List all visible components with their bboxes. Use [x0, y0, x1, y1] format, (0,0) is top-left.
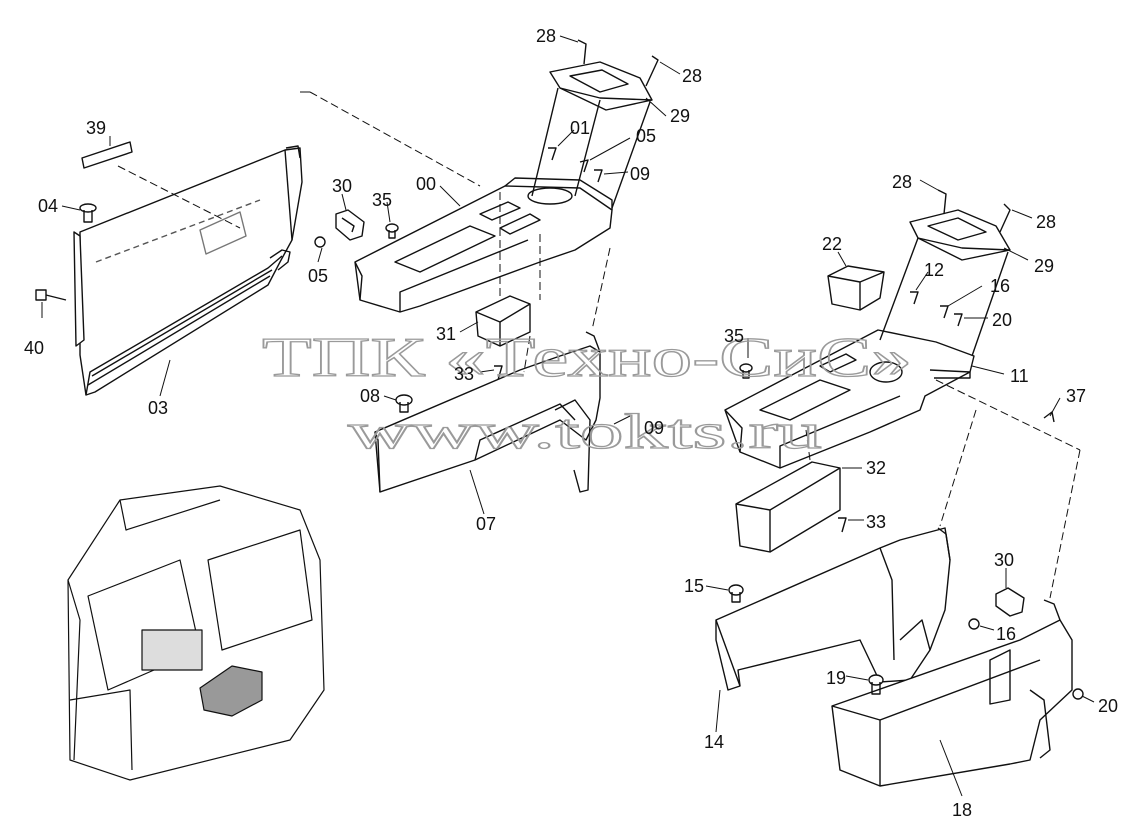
- screws-01-05-09: [548, 147, 603, 183]
- label-16b: 16: [996, 624, 1016, 644]
- grommet-30-right: [995, 587, 1025, 617]
- label-35a: 35: [372, 190, 392, 210]
- label-22: 22: [822, 234, 842, 254]
- label-03: 03: [148, 398, 168, 418]
- screws-12-16-20: [910, 291, 963, 327]
- label-20a: 20: [992, 310, 1012, 330]
- bolt-28-c: [937, 189, 947, 215]
- label-39: 39: [86, 118, 106, 138]
- cover-14: [715, 527, 951, 691]
- bezel-29-right: [909, 209, 1011, 261]
- label-40: 40: [24, 338, 44, 358]
- label-12: 12: [924, 260, 944, 280]
- clip-19: [868, 674, 884, 695]
- lower-cover-07: [374, 331, 601, 493]
- label-28d: 28: [1036, 212, 1056, 232]
- console-top-11: [724, 329, 975, 469]
- part-labels: 28 28 29 01 05 09 00 35 30 05 04 39 40 0…: [24, 26, 1118, 820]
- label-35b: 35: [724, 326, 744, 346]
- label-33a: 33: [454, 364, 474, 384]
- label-05a: 05: [636, 126, 656, 146]
- label-05b: 05: [308, 266, 328, 286]
- leader-lines: [117, 91, 1081, 599]
- label-32: 32: [866, 458, 886, 478]
- tray-32: [735, 461, 841, 553]
- label-28a: 28: [536, 26, 556, 46]
- grommet-30-left: [335, 209, 365, 241]
- label-16a: 16: [990, 276, 1010, 296]
- bezel-guide-lines-right: [879, 237, 1009, 357]
- label-08: 08: [360, 386, 380, 406]
- label-37: 37: [1066, 386, 1086, 406]
- label-20b: 20: [1098, 696, 1118, 716]
- label-14: 14: [704, 732, 724, 752]
- label-28b: 28: [682, 66, 702, 86]
- label-31: 31: [436, 324, 456, 344]
- label-07: 07: [476, 514, 496, 534]
- label-30b: 30: [994, 550, 1014, 570]
- cover-18: [831, 599, 1073, 787]
- bolt-28-a: [577, 39, 587, 65]
- ashtray-22: [827, 265, 885, 311]
- clip-37: [1043, 411, 1055, 423]
- label-28c: 28: [892, 172, 912, 192]
- label-04: 04: [38, 196, 58, 216]
- bolt-33-right: [838, 517, 847, 533]
- label-19: 19: [826, 668, 846, 688]
- label-01: 01: [570, 118, 590, 138]
- watermark-line2: www.tokts.ru: [348, 403, 822, 459]
- label-18: 18: [952, 800, 972, 820]
- bezel-guide-lines-left: [531, 87, 651, 209]
- label-09a: 09: [630, 164, 650, 184]
- bolt-33-left: [494, 365, 503, 381]
- side-cover-03: [73, 145, 303, 396]
- label-29a: 29: [670, 106, 690, 126]
- screw-05: [314, 236, 326, 248]
- box-31: [475, 295, 531, 347]
- bezel-29-left: [549, 61, 653, 111]
- bolt-20: [1072, 688, 1084, 700]
- bolt-28-b: [645, 55, 659, 87]
- screw-16: [968, 618, 980, 630]
- decal-39: [81, 141, 133, 169]
- bolt-28-d: [999, 203, 1011, 233]
- clip-35-right: [739, 363, 753, 379]
- clip-35-left: [385, 223, 399, 239]
- label-29b: 29: [1034, 256, 1054, 276]
- label-15: 15: [684, 576, 704, 596]
- console-top-00: [354, 177, 613, 313]
- clip-15: [728, 584, 744, 603]
- label-00: 00: [416, 174, 436, 194]
- bolt-40: [35, 289, 67, 301]
- clip-04: [79, 203, 97, 223]
- label-ticks: [41, 35, 1095, 797]
- watermark-line1: ТПК «Техно-СиС»: [262, 327, 912, 389]
- label-30a: 30: [332, 176, 352, 196]
- cab-locator-inset: [67, 485, 325, 781]
- label-11: 11: [1010, 366, 1029, 386]
- label-33b: 33: [866, 512, 886, 532]
- label-09b: 09: [644, 418, 664, 438]
